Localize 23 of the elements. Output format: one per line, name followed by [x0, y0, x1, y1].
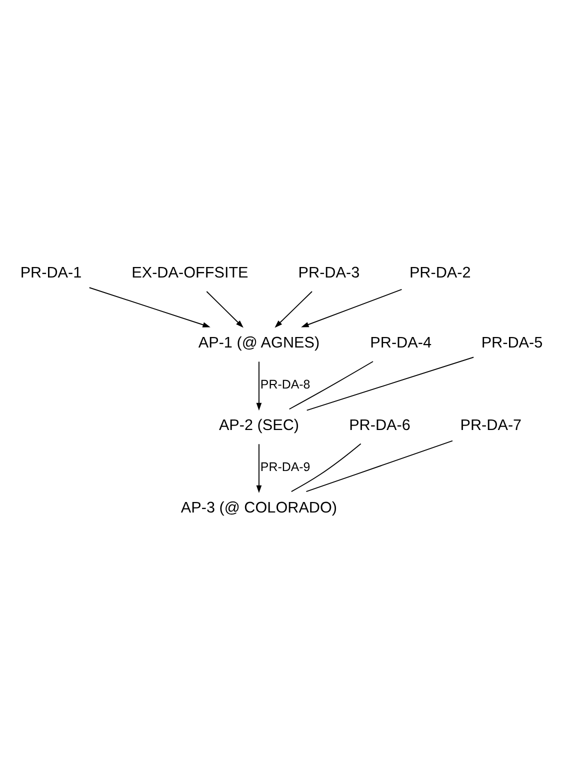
arrow	[88, 287, 210, 328]
connector	[290, 443, 362, 492]
node-text: PR-DA-5	[481, 334, 543, 352]
node-text: AP-2 (SEC)	[218, 417, 300, 434]
node-text: PR-DA-6	[349, 417, 410, 434]
connector	[288, 361, 374, 410]
connector	[306, 440, 453, 492]
arrow	[256, 361, 262, 411]
edge-label: PR-DA-9	[260, 460, 310, 474]
node-text: PR-DA-1	[20, 264, 82, 282]
edge-label: PR-DA-8	[260, 378, 310, 392]
connector	[306, 356, 474, 411]
node-text: PR-DA-2	[409, 264, 471, 282]
node-text: AP-1 (@ AGNES)	[198, 334, 320, 352]
node-text: EX-DA-OFFSITE	[132, 264, 248, 282]
arrow	[206, 291, 244, 328]
arrow	[274, 291, 312, 328]
arrow	[301, 289, 402, 328]
node-text: PR-DA-7	[460, 417, 522, 434]
node-text: AP-3 (@ COLORADO)	[180, 500, 338, 517]
node-text: PR-DA-3	[298, 264, 360, 282]
arrow	[256, 444, 262, 494]
node-text: PR-DA-4	[370, 334, 432, 352]
